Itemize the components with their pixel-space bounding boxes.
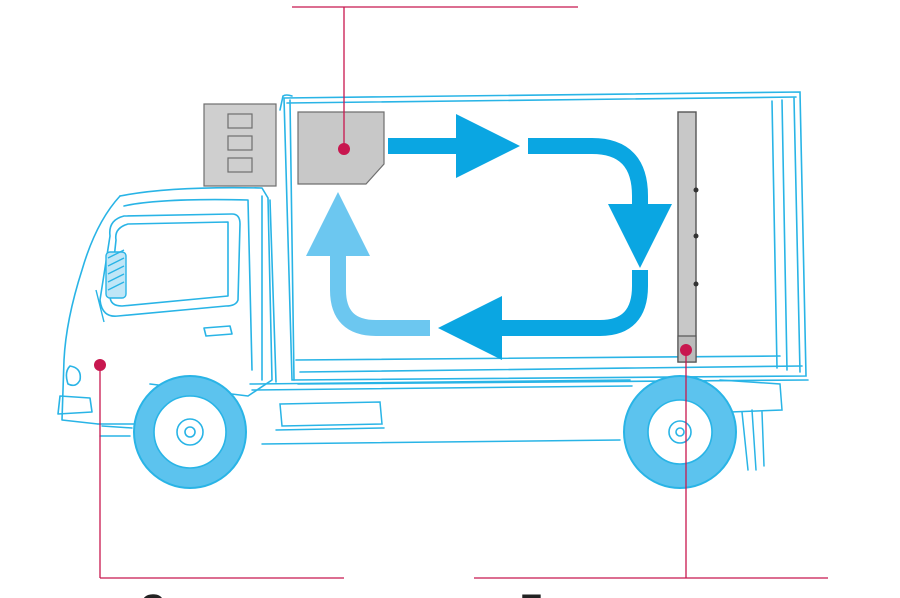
label-right-partial: E <box>520 588 543 598</box>
callout-marker-top <box>338 143 350 155</box>
truck-cab <box>57 186 277 425</box>
airflow-arrow-bottom <box>438 270 648 360</box>
airflow-loop <box>306 114 672 360</box>
callout-left <box>99 366 344 579</box>
callout-marker-left <box>94 359 106 371</box>
callout-top <box>292 6 578 148</box>
rear-wheel <box>623 375 737 489</box>
airflow-arrow-left <box>306 192 430 336</box>
airflow-arrow-right <box>528 138 672 268</box>
callout-marker-right <box>680 344 692 356</box>
evaporator-plate-icon <box>677 111 699 363</box>
mirror <box>95 249 127 323</box>
front-wheel <box>133 375 247 489</box>
label-left-partial: C <box>140 588 165 598</box>
chassis <box>99 379 783 471</box>
condenser-icon <box>203 103 277 187</box>
callout-right <box>474 350 828 579</box>
